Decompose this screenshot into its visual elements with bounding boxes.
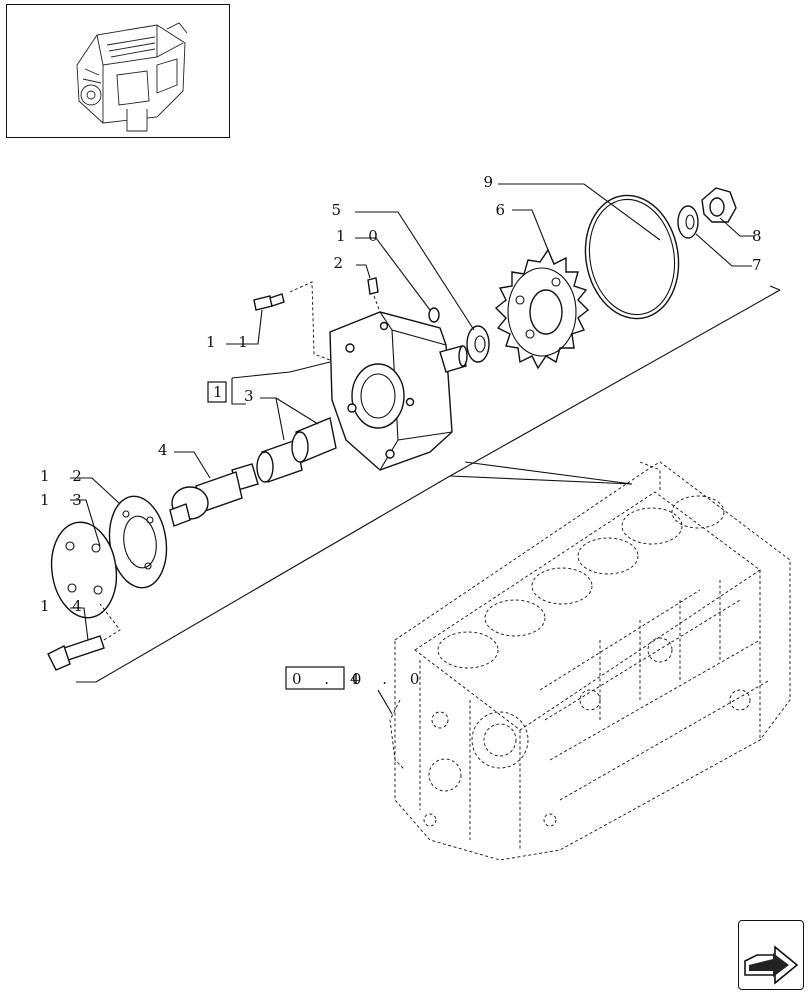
next-page-button[interactable] <box>738 920 804 990</box>
thrust-washer <box>466 325 490 363</box>
callout-3[interactable]: 3 <box>244 387 263 405</box>
large-seal-ring <box>584 194 680 320</box>
callout-1[interactable]: 1 <box>213 383 232 401</box>
washer <box>677 205 699 239</box>
callout-5[interactable]: 5 <box>331 201 350 219</box>
callout-2[interactable]: 2 <box>333 254 352 272</box>
reference-box[interactable] <box>285 666 345 690</box>
small-o-ring <box>428 307 440 323</box>
engine-thumbnail <box>6 4 230 138</box>
dowel-pin <box>367 277 381 313</box>
assembly-frame-lower <box>76 289 781 683</box>
housing-bolt <box>253 281 331 361</box>
callout-12[interactable]: 1 2 <box>40 467 91 485</box>
callout-11[interactable]: 1 1 <box>206 333 257 351</box>
drive-gear <box>494 248 590 370</box>
cover-gasket <box>108 495 168 589</box>
callout-9[interactable]: 9 <box>483 173 502 191</box>
engine-block <box>389 461 791 861</box>
callout-13[interactable]: 1 3 <box>40 491 91 509</box>
callout-6[interactable]: 6 <box>495 201 514 219</box>
bushing-pair <box>256 417 337 483</box>
callout-7[interactable]: 7 <box>752 256 771 274</box>
engine-thumbnail-icon <box>76 22 188 132</box>
assembly-pointer-line <box>464 461 633 485</box>
callout-4[interactable]: 4 <box>158 441 177 459</box>
assembly-pointer-line-2 <box>449 475 633 485</box>
pump-housing <box>329 311 468 471</box>
callout-8[interactable]: 8 <box>752 227 771 245</box>
pump-shaft <box>169 463 259 527</box>
next-page-arrow-icon <box>744 945 799 985</box>
pump-cover <box>50 521 118 619</box>
callout-10[interactable]: 1 0 <box>336 227 387 245</box>
reference-leader <box>377 689 393 715</box>
reference-boxed-text: 0 . 0 <box>292 670 370 688</box>
callout-14[interactable]: 1 4 <box>40 597 91 615</box>
callout-1-box[interactable] <box>207 381 227 403</box>
reference-rest-text: 4 . 0 <box>350 670 428 688</box>
leader-lines <box>70 183 781 641</box>
hex-nut <box>701 187 737 223</box>
